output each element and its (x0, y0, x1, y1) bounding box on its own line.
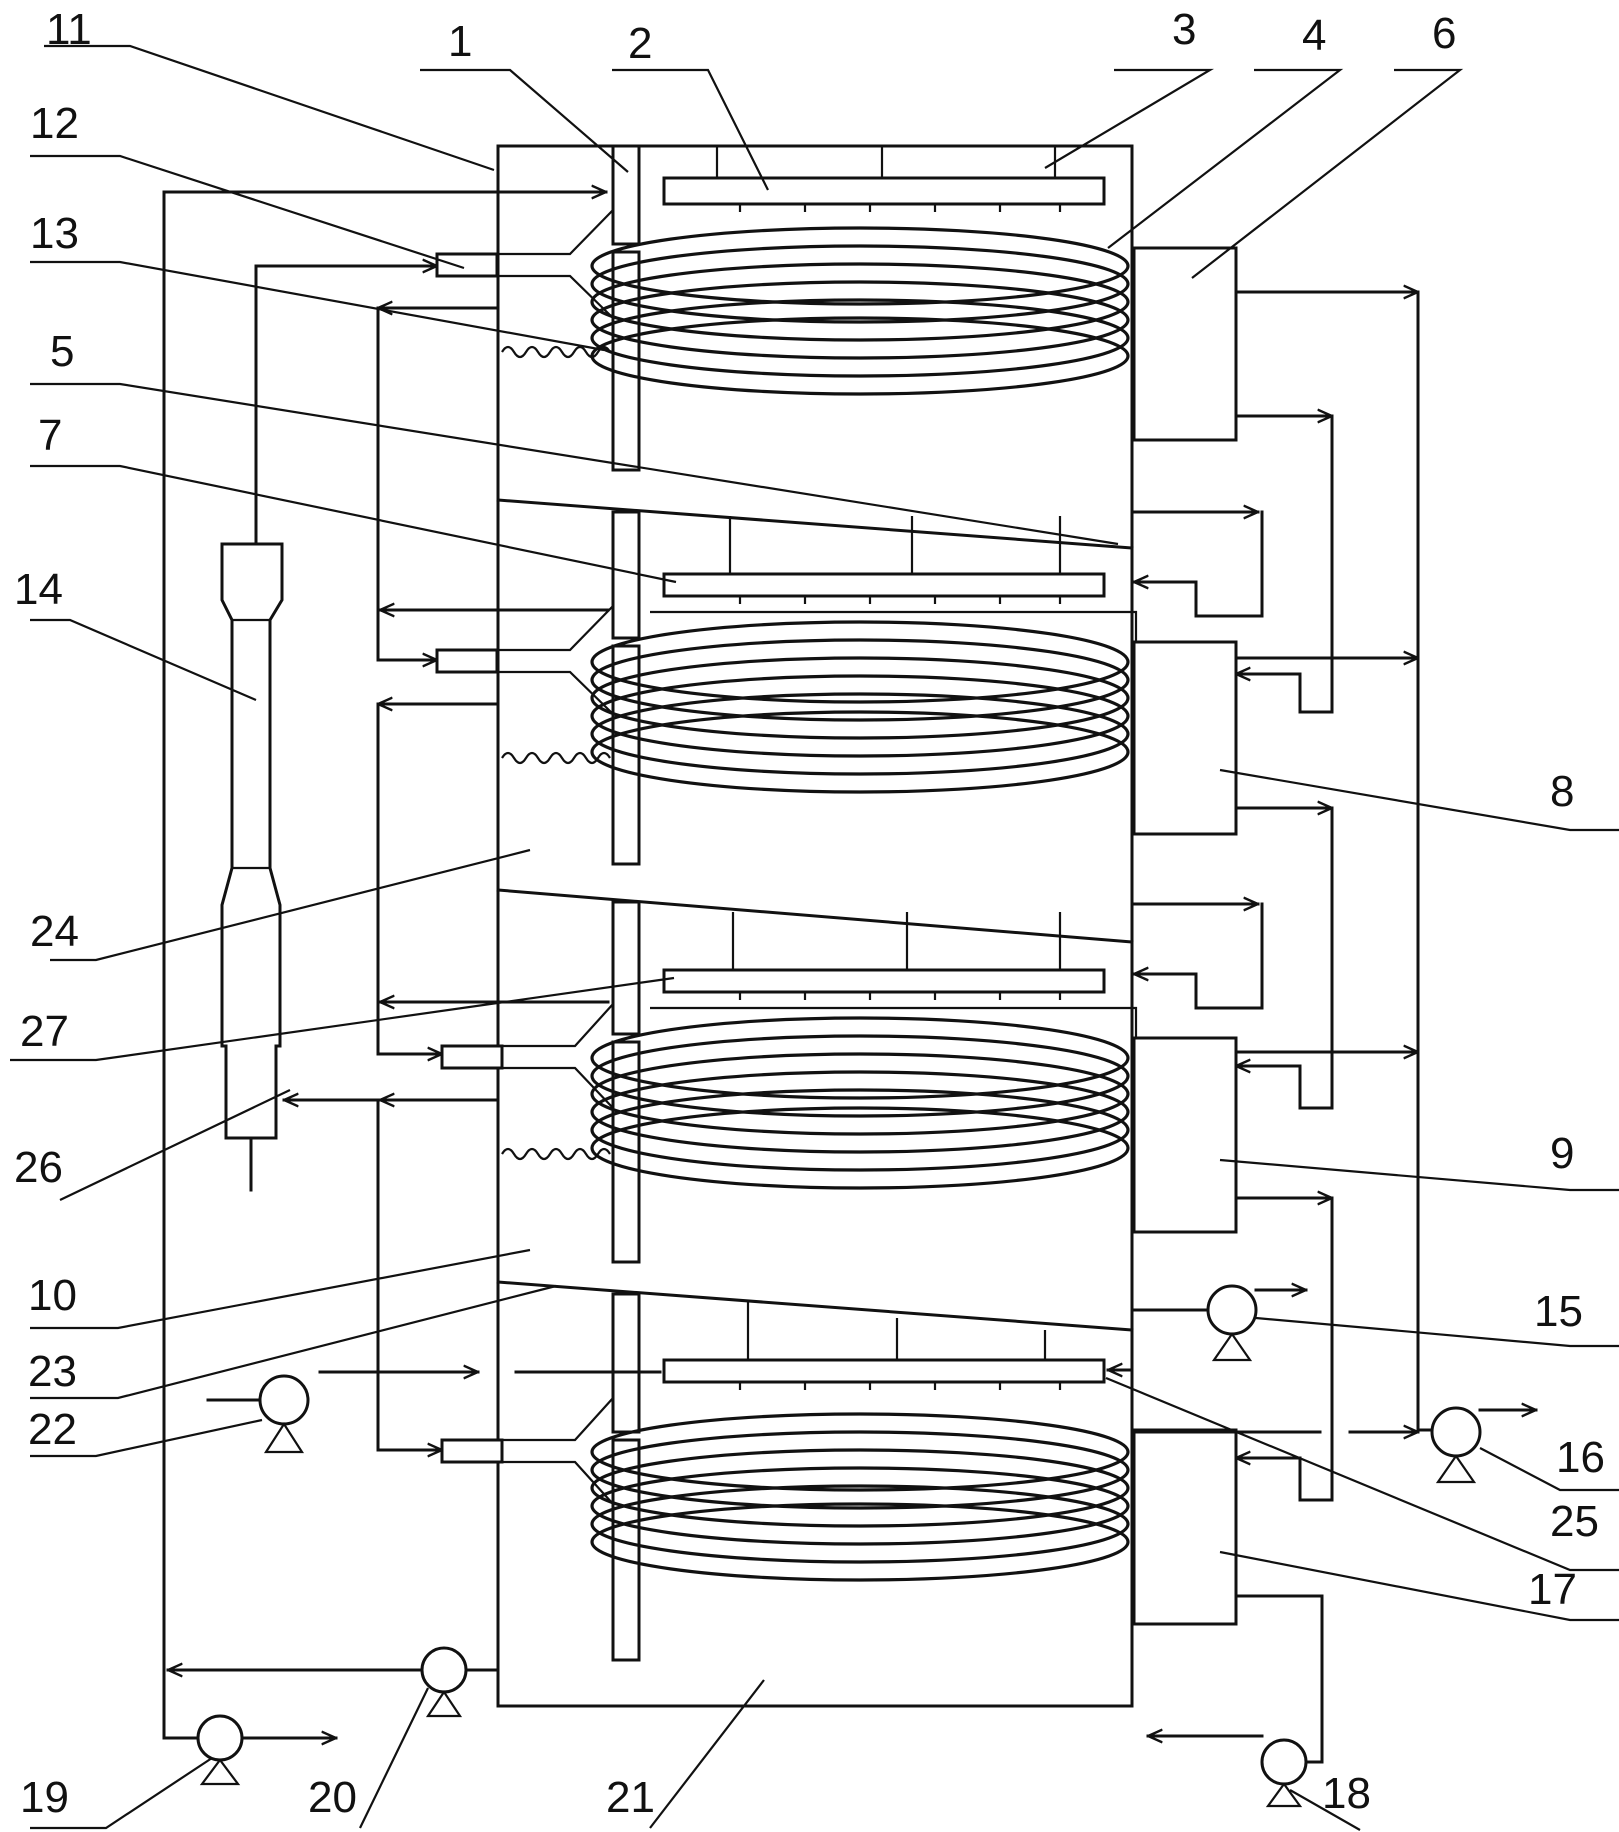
pump-20[interactable] (420, 1646, 468, 1718)
stage-2 (435, 510, 1238, 866)
separator-10 (496, 1280, 1134, 1332)
label-11: 11 (46, 5, 92, 54)
spray-header-27 (662, 968, 1106, 994)
label-4: 4 (1302, 11, 1326, 60)
heating-coil (590, 620, 1130, 794)
label-1: 1 (448, 17, 472, 66)
main-vessel (496, 144, 1134, 1708)
tank-8 (1132, 640, 1238, 836)
pump-19[interactable] (196, 1714, 244, 1786)
spray-header-25 (662, 1358, 1106, 1384)
callout-labels: 11 1 2 3 4 6 12 13 5 7 14 8 24 27 26 9 1… (14, 5, 1605, 1822)
label-24: 24 (30, 907, 79, 956)
label-17: 17 (1528, 1565, 1577, 1614)
label-18: 18 (1322, 1769, 1371, 1818)
pump-22[interactable] (258, 1374, 310, 1454)
stage-4 (440, 1292, 1238, 1662)
feed-pipe-1-lower (611, 250, 641, 472)
heating-coil (590, 1016, 1130, 1190)
inlet-nozzle-12 (435, 252, 499, 278)
label-23: 23 (28, 1347, 77, 1396)
stage-3 (440, 900, 1238, 1264)
label-5: 5 (50, 327, 74, 376)
tank-6 (1132, 246, 1238, 442)
separator-24 (496, 888, 1134, 944)
label-15: 15 (1534, 1287, 1583, 1336)
packing-13 (501, 345, 611, 359)
label-6: 6 (1432, 9, 1456, 58)
spray-header-7 (662, 572, 1106, 598)
label-3: 3 (1172, 5, 1196, 54)
label-2: 2 (628, 19, 652, 68)
heating-coil-4 (590, 226, 1130, 396)
tank-9 (1132, 1036, 1238, 1234)
label-25: 25 (1550, 1497, 1599, 1546)
label-26: 26 (14, 1143, 63, 1192)
label-10: 10 (28, 1271, 77, 1320)
pump-15[interactable] (1206, 1284, 1258, 1362)
heating-coil (590, 1412, 1130, 1582)
label-12: 12 (30, 99, 79, 148)
leader-lines (10, 44, 1619, 1831)
pump-16[interactable] (1430, 1406, 1482, 1484)
stage-1 (162, 144, 1238, 472)
label-20: 20 (308, 1773, 357, 1822)
label-19: 19 (20, 1773, 69, 1822)
label-14: 14 (14, 565, 63, 614)
label-22: 22 (28, 1405, 77, 1454)
spray-header-2 (662, 176, 1106, 206)
label-13: 13 (30, 209, 79, 258)
label-27: 27 (20, 1007, 69, 1056)
label-9: 9 (1550, 1129, 1574, 1178)
feed-pipe-1-upper (611, 144, 641, 246)
pump-18[interactable] (1260, 1738, 1308, 1808)
label-8: 8 (1550, 767, 1574, 816)
separator-5 (496, 498, 1134, 550)
label-7: 7 (38, 411, 62, 460)
label-21: 21 (606, 1773, 655, 1822)
tank-17 (1132, 1428, 1238, 1626)
label-16: 16 (1556, 1433, 1605, 1482)
ejector-14 (220, 542, 284, 1192)
